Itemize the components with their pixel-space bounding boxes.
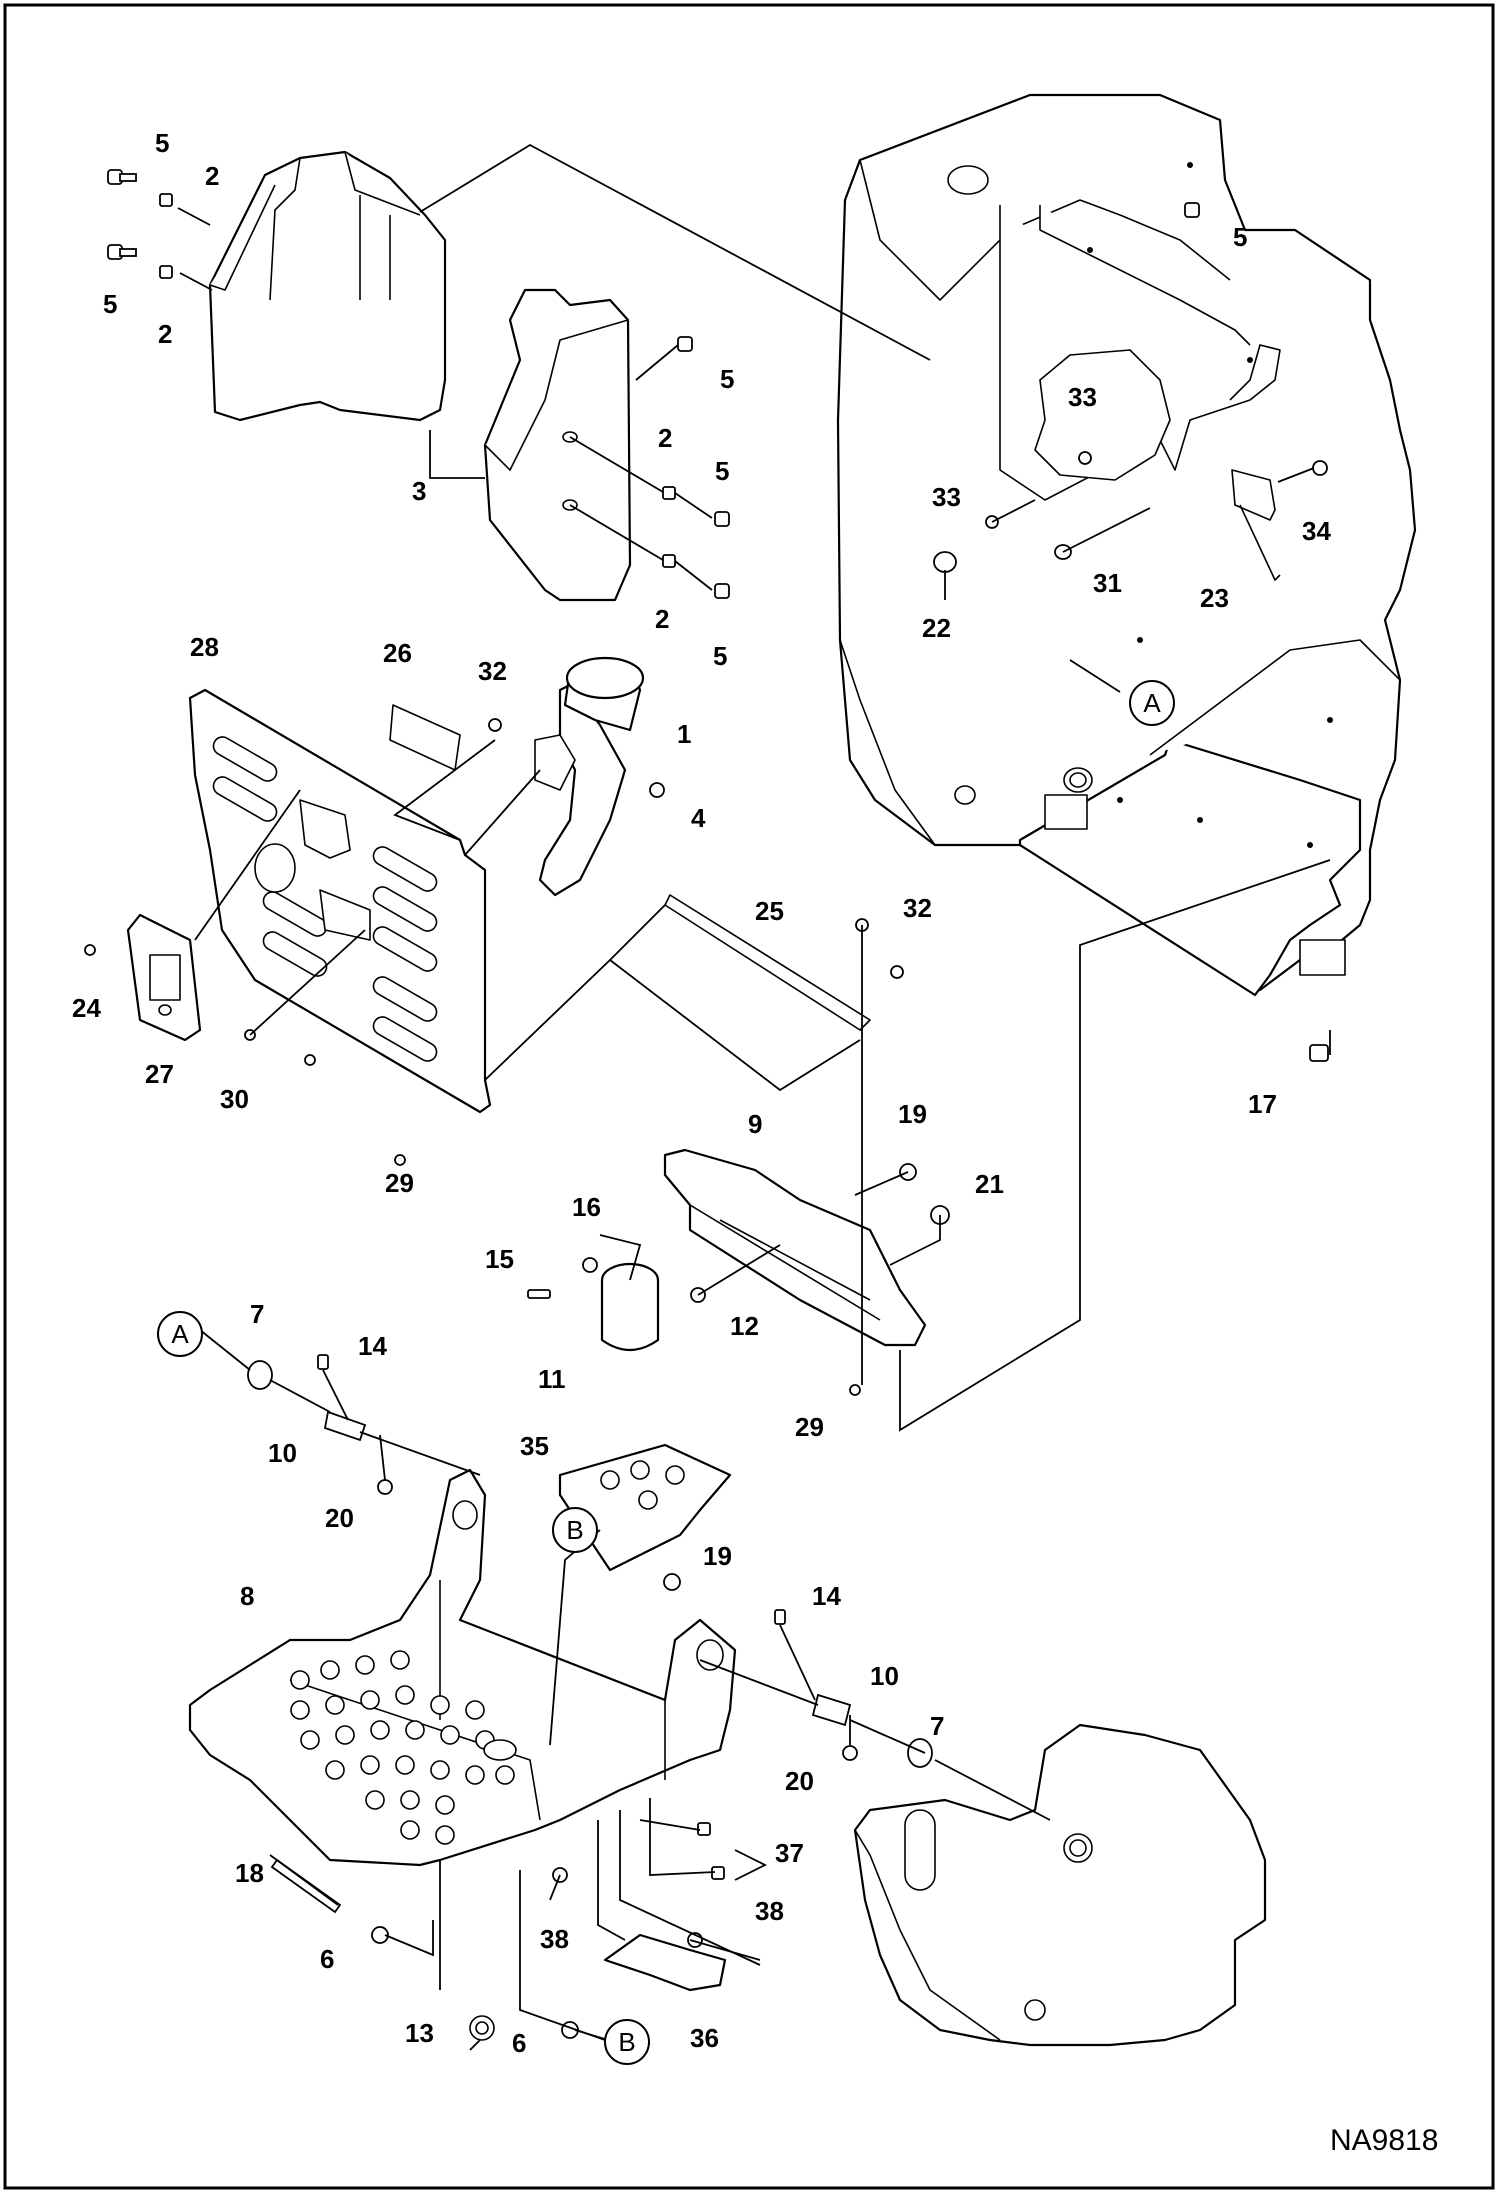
cab-frame xyxy=(836,93,1417,997)
lower-right-cover xyxy=(853,1723,1267,2047)
callout-19: 19 xyxy=(898,1099,927,1129)
callout-12: 12 xyxy=(730,1311,759,1341)
callout-5: 5 xyxy=(155,128,169,158)
callout-7: 7 xyxy=(930,1711,944,1741)
callout-23: 23 xyxy=(1200,583,1229,613)
cover-panel-right xyxy=(483,288,632,602)
callout-2: 2 xyxy=(205,161,219,191)
bracket-35 xyxy=(558,1443,732,1572)
callout-5: 5 xyxy=(720,364,734,394)
callout-1: 1 xyxy=(677,719,691,749)
callout-10: 10 xyxy=(268,1438,297,1468)
svg-text:A: A xyxy=(1143,688,1161,718)
svg-text:A: A xyxy=(171,1319,189,1349)
seat-mount xyxy=(663,1148,927,1347)
callout-14: 14 xyxy=(812,1581,841,1611)
callout-28: 28 xyxy=(190,632,219,662)
callout-11: 11 xyxy=(538,1364,566,1394)
callout-15: 15 xyxy=(485,1244,514,1274)
callout-25: 25 xyxy=(755,896,784,926)
border xyxy=(3,3,1495,2190)
callout-38: 38 xyxy=(755,1896,784,1926)
callout-31: 31 xyxy=(1093,568,1122,598)
bracket-36 xyxy=(603,1933,727,1992)
callout-14: 14 xyxy=(358,1331,387,1361)
callout-21: 21 xyxy=(975,1169,1004,1199)
callouts: 5 2 5 2 3 5 2 5 2 5 5 33 33 34 31 23 22 … xyxy=(72,128,1331,2058)
callout-16: 16 xyxy=(572,1192,601,1222)
spring-13 xyxy=(469,2015,495,2041)
ref-marker-a-upper: A xyxy=(1129,680,1175,726)
platform-bumps xyxy=(290,1650,515,1845)
callout-9: 9 xyxy=(748,1109,762,1139)
callout-3: 3 xyxy=(412,476,426,506)
plate-26 xyxy=(389,704,461,771)
callout-2: 2 xyxy=(158,319,172,349)
ref-marker-b-upper: B xyxy=(552,1507,598,1553)
foot-platform xyxy=(188,1468,737,1867)
callout-27: 27 xyxy=(145,1059,174,1089)
callout-33: 33 xyxy=(932,482,961,512)
callout-4: 4 xyxy=(691,803,706,833)
hardware xyxy=(84,169,1329,2039)
callout-20: 20 xyxy=(325,1503,354,1533)
callout-6: 6 xyxy=(320,1944,334,1974)
ref-marker-a-lower: A xyxy=(157,1311,203,1357)
svg-text:B: B xyxy=(566,1515,583,1545)
callout-19: 19 xyxy=(703,1541,732,1571)
callout-33: 33 xyxy=(1068,382,1097,412)
callout-38: 38 xyxy=(540,1924,569,1954)
callout-6: 6 xyxy=(512,2028,526,2058)
grille-panel xyxy=(188,688,492,1114)
callout-37: 37 xyxy=(775,1838,804,1868)
callout-29: 29 xyxy=(385,1168,414,1198)
callout-13: 13 xyxy=(405,2018,434,2048)
svg-text:B: B xyxy=(618,2027,635,2057)
callout-2: 2 xyxy=(655,604,669,634)
callout-17: 17 xyxy=(1248,1089,1277,1119)
callout-24: 24 xyxy=(72,993,101,1023)
callout-22: 22 xyxy=(922,613,951,643)
ref-marker-b-lower: B xyxy=(604,2019,650,2065)
callout-34: 34 xyxy=(1302,516,1331,546)
callout-20: 20 xyxy=(785,1766,814,1796)
callout-36: 36 xyxy=(690,2023,719,2053)
latch xyxy=(126,913,202,1042)
callout-26: 26 xyxy=(383,638,412,668)
callout-2: 2 xyxy=(658,423,672,453)
rail-25 xyxy=(664,894,871,1031)
callout-8: 8 xyxy=(240,1581,254,1611)
drawing-code: NA9818 xyxy=(1330,2124,1438,2157)
callout-5: 5 xyxy=(1233,222,1247,252)
callout-29: 29 xyxy=(795,1412,824,1442)
callout-7: 7 xyxy=(250,1299,264,1329)
callout-30: 30 xyxy=(220,1084,249,1114)
callout-5: 5 xyxy=(715,456,729,486)
callout-35: 35 xyxy=(520,1431,549,1461)
callout-32: 32 xyxy=(478,656,507,686)
filter-housing xyxy=(534,656,645,897)
leader-lines xyxy=(177,143,1331,2051)
callout-5: 5 xyxy=(103,289,117,319)
callout-32: 32 xyxy=(903,893,932,923)
callout-10: 10 xyxy=(870,1661,899,1691)
callout-18: 18 xyxy=(235,1858,264,1888)
callout-5: 5 xyxy=(713,641,727,671)
cover-panel-left xyxy=(208,150,447,422)
